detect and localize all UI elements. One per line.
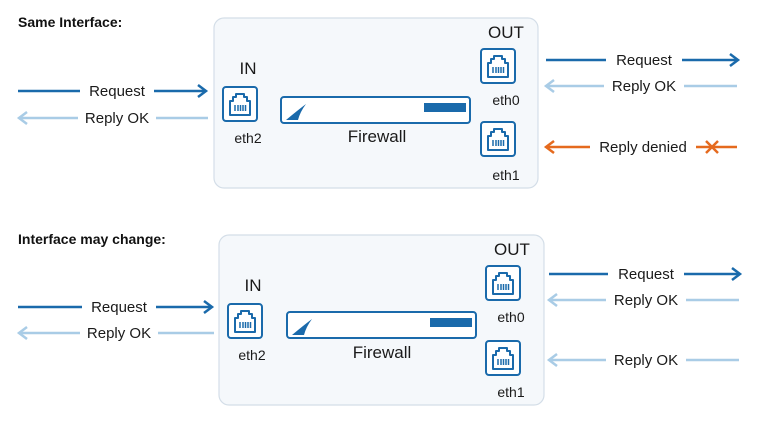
port-label-eth2: eth2 <box>234 130 261 146</box>
reply-denied-label: Reply denied <box>599 139 687 156</box>
request-label: Request <box>89 83 146 100</box>
x-mark-icon <box>705 140 719 154</box>
request-label: Request <box>618 266 675 283</box>
firewall-label: Firewall <box>348 127 407 146</box>
reply-ok-label: Reply OK <box>85 110 149 127</box>
ethernet-port-icon <box>480 48 516 84</box>
ethernet-port-icon <box>485 265 521 301</box>
ethernet-port-icon <box>485 340 521 376</box>
label-mask <box>80 322 158 342</box>
label-mask <box>78 107 156 127</box>
section-title: Interface may change: <box>18 231 166 247</box>
label-mask <box>604 75 684 95</box>
ethernet-port-icon <box>227 303 263 339</box>
request-label: Request <box>91 299 148 316</box>
scenario-same-interface: Same Interface: IN OUT eth2 Firewall eth… <box>16 14 741 189</box>
port-label-eth0: eth0 <box>497 309 524 325</box>
scenario-interface-may-change: Interface may change: IN OUT eth2 Firewa… <box>16 231 743 406</box>
request-label: Request <box>616 52 673 69</box>
reply-ok-label: Reply OK <box>87 325 151 342</box>
label-mask <box>590 136 696 156</box>
firewall-appliance-icon <box>286 311 477 339</box>
port-label-eth2: eth2 <box>238 347 265 363</box>
reply-ok-label: Reply OK <box>614 292 678 309</box>
reply-ok-label: Reply OK <box>612 78 676 95</box>
port-label-eth1: eth1 <box>492 167 519 183</box>
firewall-appliance-icon <box>280 96 471 124</box>
out-label: OUT <box>494 240 530 259</box>
port-label-eth1: eth1 <box>497 384 524 400</box>
label-mask <box>608 263 684 283</box>
out-label: OUT <box>488 23 524 42</box>
in-label: IN <box>240 59 257 78</box>
label-mask <box>80 80 154 100</box>
port-label-eth0: eth0 <box>492 92 519 108</box>
ethernet-port-icon <box>222 86 258 122</box>
ethernet-port-icon <box>480 121 516 157</box>
in-label: IN <box>245 276 262 295</box>
section-title: Same Interface: <box>18 14 122 30</box>
label-mask <box>82 296 156 316</box>
firewall-label: Firewall <box>353 343 412 362</box>
label-mask <box>606 349 686 369</box>
label-mask <box>606 289 686 309</box>
label-mask <box>606 49 682 69</box>
reply-ok-label: Reply OK <box>614 352 678 369</box>
